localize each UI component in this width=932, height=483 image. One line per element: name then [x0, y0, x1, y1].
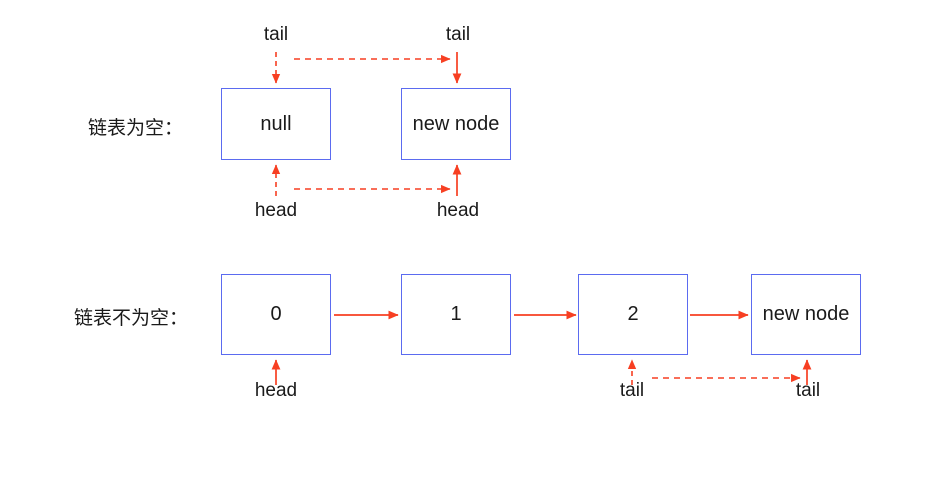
pointer-label-head-new: head: [436, 200, 480, 221]
pointer-label-tail-old-row2: tail: [619, 380, 645, 401]
node-box-null: null: [221, 88, 331, 160]
pointer-label-tail-new: tail: [445, 24, 471, 45]
node-box-new-node-non-empty: new node: [751, 274, 861, 355]
pointer-label-tail-new-row2: tail: [795, 380, 821, 401]
node-box-0: 0: [221, 274, 331, 355]
pointer-label-head-row2: head: [254, 380, 298, 401]
row-label-empty-list: 链表为空：: [88, 117, 184, 139]
pointer-label-tail-old: tail: [263, 24, 289, 45]
node-box-1: 1: [401, 274, 511, 355]
node-box-new-node-empty: new node: [401, 88, 511, 160]
row-label-non-empty-list: 链表不为空：: [74, 307, 189, 329]
pointer-label-head-old: head: [254, 200, 298, 221]
node-box-2: 2: [578, 274, 688, 355]
